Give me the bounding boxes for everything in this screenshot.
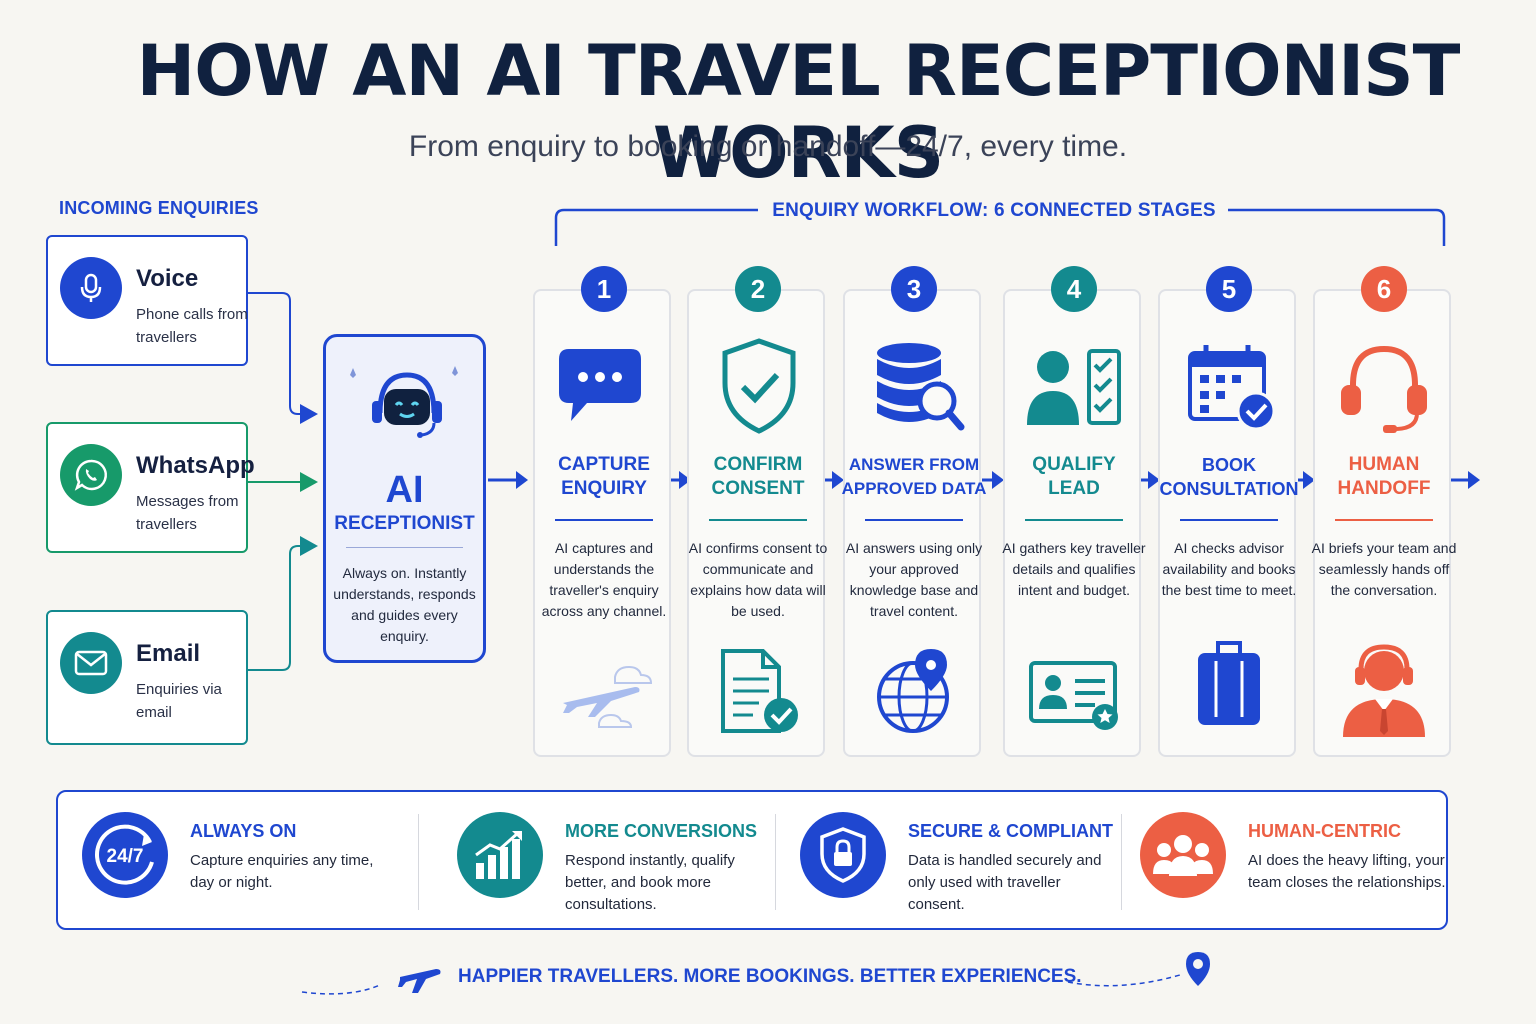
stage-number: 2 bbox=[735, 266, 781, 312]
channel-desc: Messages from travellers bbox=[136, 493, 239, 533]
benefit-more-conversions: MORE CONVERSIONS Respond instantly, qual… bbox=[433, 792, 773, 932]
email-connector bbox=[248, 536, 318, 671]
channel-name: Voice bbox=[136, 265, 199, 292]
benefit-divider bbox=[775, 814, 776, 910]
stage-rule bbox=[1335, 519, 1433, 521]
channel-desc: Enquiries via email bbox=[136, 681, 222, 721]
person-checklist-icon bbox=[1027, 349, 1121, 425]
svg-text:24/7: 24/7 bbox=[107, 846, 144, 867]
shield-check-icon bbox=[722, 338, 796, 434]
stage-rule bbox=[1025, 519, 1123, 521]
stage-number: 6 bbox=[1361, 266, 1407, 312]
benefit-title: MORE CONVERSIONS bbox=[565, 821, 758, 841]
ai-subtitle: RECEPTIONIST bbox=[334, 513, 475, 534]
voice-connector bbox=[248, 292, 318, 424]
stage-rule bbox=[865, 519, 963, 521]
ai-desc: Always on. Instantly understands, respon… bbox=[333, 565, 476, 644]
benefit-secure: SECURE & COMPLIANT Data is handled secur… bbox=[776, 792, 1116, 932]
channel-name: WhatsApp bbox=[136, 452, 255, 479]
stage-rule bbox=[555, 519, 653, 521]
stage-desc: AI captures and understands the travelle… bbox=[541, 540, 667, 619]
footer-path-left bbox=[301, 984, 381, 995]
benefit-always-on: 24/7 ALWAYS ON Capture enquiries any tim… bbox=[58, 792, 418, 932]
agent-icon bbox=[1343, 644, 1425, 737]
benefit-desc: Data is handled securely and only used w… bbox=[908, 852, 1102, 913]
page-subtitle: From enquiry to booking or handoff—24/7,… bbox=[408, 130, 1128, 163]
incoming-label: INCOMING ENQUIRIES bbox=[59, 198, 259, 218]
calendar-check-icon bbox=[1188, 345, 1276, 431]
footer-tagline: HAPPIER TRAVELLERS. MORE BOOKINGS. BETTE… bbox=[458, 966, 1082, 987]
whatsapp-icon bbox=[60, 444, 122, 506]
stage-number: 3 bbox=[891, 266, 937, 312]
airplane-clouds-icon bbox=[563, 665, 653, 728]
airplane-icon bbox=[398, 969, 441, 993]
benefit-title: HUMAN-CENTRIC bbox=[1248, 821, 1401, 841]
ai-divider bbox=[346, 547, 463, 548]
stage-rule bbox=[709, 519, 807, 521]
channel-voice: Voice Phone calls from travellers bbox=[46, 235, 248, 366]
ai-receptionist-card: AI RECEPTIONIST Always on. Instantly und… bbox=[323, 334, 486, 663]
stage-desc: AI checks advisor availability and books… bbox=[1161, 540, 1297, 598]
channel-desc: Phone calls from travellers bbox=[136, 306, 248, 346]
stage-desc: AI gathers key traveller details and qua… bbox=[1002, 540, 1146, 598]
globe-pin-icon bbox=[877, 649, 949, 733]
stage-desc: AI briefs your team and seamlessly hands… bbox=[1311, 540, 1457, 598]
benefit-desc: AI does the heavy lifting, your team clo… bbox=[1248, 852, 1446, 891]
benefit-divider bbox=[1121, 814, 1122, 910]
envelope-icon bbox=[60, 632, 122, 694]
stage-rule bbox=[1180, 519, 1278, 521]
headset-icon bbox=[1341, 345, 1427, 433]
benefit-divider bbox=[418, 814, 419, 910]
database-search-icon bbox=[877, 343, 965, 431]
channel-whatsapp: WhatsApp Messages from travellers bbox=[46, 422, 255, 553]
stage-desc: AI confirms consent to communicate and e… bbox=[688, 540, 828, 619]
stage-number: 4 bbox=[1051, 266, 1097, 312]
footer-path-right bbox=[1067, 974, 1181, 987]
page-title: HOW AN AI TRAVEL RECEPTIONIST WORKS bbox=[136, 30, 1461, 194]
benefit-human-centric: HUMAN-CENTRIC AI does the heavy lifting,… bbox=[1116, 792, 1446, 932]
channel-email: Email Enquiries via email bbox=[46, 610, 248, 745]
benefit-title: SECURE & COMPLIANT bbox=[908, 821, 1114, 841]
id-card-icon bbox=[1029, 661, 1118, 730]
stage-number: 5 bbox=[1206, 266, 1252, 312]
suitcase-icon bbox=[1198, 641, 1260, 725]
channel-name: Email bbox=[136, 640, 201, 667]
stage-desc: AI answers using only your approved know… bbox=[845, 540, 983, 619]
location-pin-icon bbox=[1186, 952, 1210, 986]
chat-bubble-icon bbox=[559, 349, 641, 421]
ai-title: AI bbox=[385, 469, 424, 511]
shield-lock-icon bbox=[800, 812, 886, 898]
benefit-desc: Respond instantly, qualify better, and b… bbox=[565, 852, 735, 913]
growth-chart-icon bbox=[457, 812, 543, 898]
benefits-bar: 24/7 ALWAYS ON Capture enquiries any tim… bbox=[56, 790, 1448, 930]
benefit-desc: Capture enquiries any time, day or night… bbox=[190, 852, 374, 891]
microphone-icon bbox=[60, 257, 122, 319]
benefit-title: ALWAYS ON bbox=[190, 821, 297, 841]
workflow-bracket bbox=[554, 208, 1446, 246]
workflow-label: ENQUIRY WORKFLOW: 6 CONNECTED STAGES bbox=[760, 200, 1228, 222]
clock-24-7-icon: 24/7 bbox=[82, 812, 168, 898]
stage-number: 1 bbox=[581, 266, 627, 312]
document-check-icon bbox=[721, 649, 798, 733]
people-icon bbox=[1140, 812, 1226, 898]
robot-icon bbox=[350, 366, 458, 438]
